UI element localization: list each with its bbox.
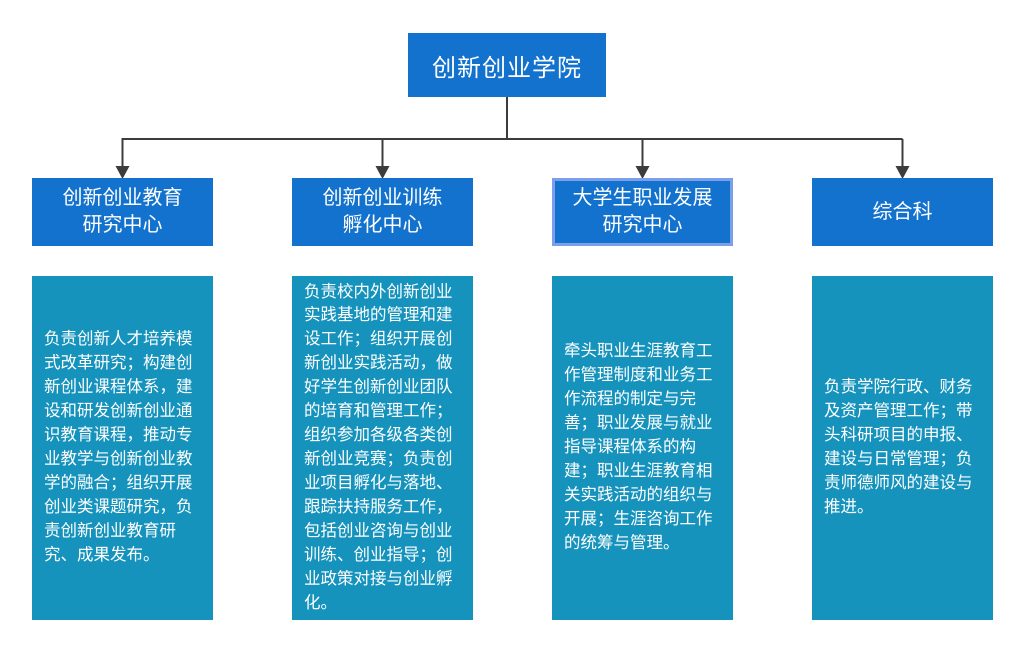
description-panel-career-development-center[interactable]: 牵头职业生涯教育工作管理制度和业务工作流程的制定与完善；职业发展与就业指导课程体… <box>552 276 733 620</box>
org-node-education-research-center[interactable]: 创新创业教育 研究中心 <box>32 178 213 246</box>
org-node-root[interactable]: 创新创业学院 <box>408 33 606 97</box>
description-text: 负责创新人才培养模式改革研究；构建创新创业课程体系，建设和研发创新创业通识教育课… <box>44 330 193 564</box>
org-node-root-label: 创新创业学院 <box>432 54 582 82</box>
org-node-general-office[interactable]: 综合科 <box>812 178 993 246</box>
description-text: 负责学院行政、财务及资产管理工作；带头科研项目的申报、建设与日常管理；负责师德师… <box>824 378 973 516</box>
description-panel-education-research-center[interactable]: 负责创新人才培养模式改革研究；构建创新创业课程体系，建设和研发创新创业通识教育课… <box>32 276 213 620</box>
description-panel-training-incubation-center[interactable]: 负责校内外创新创业实践基地的管理和建设工作；组织开展创新创业实践活动，做好学生创… <box>292 276 473 620</box>
org-node-training-incubation-center[interactable]: 创新创业训练 孵化中心 <box>292 178 473 246</box>
org-node-career-development-center[interactable]: 大学生职业发展 研究中心 <box>552 178 733 246</box>
description-text: 牵头职业生涯教育工作管理制度和业务工作流程的制定与完善；职业发展与就业指导课程体… <box>564 342 713 552</box>
description-panel-general-office[interactable]: 负责学院行政、财务及资产管理工作；带头科研项目的申报、建设与日常管理；负责师德师… <box>812 276 993 620</box>
connector-tree <box>121 97 904 168</box>
arrow-down-icons <box>115 166 910 179</box>
description-text: 负责校内外创新创业实践基地的管理和建设工作；组织开展创新创业实践活动，做好学生创… <box>304 282 453 612</box>
